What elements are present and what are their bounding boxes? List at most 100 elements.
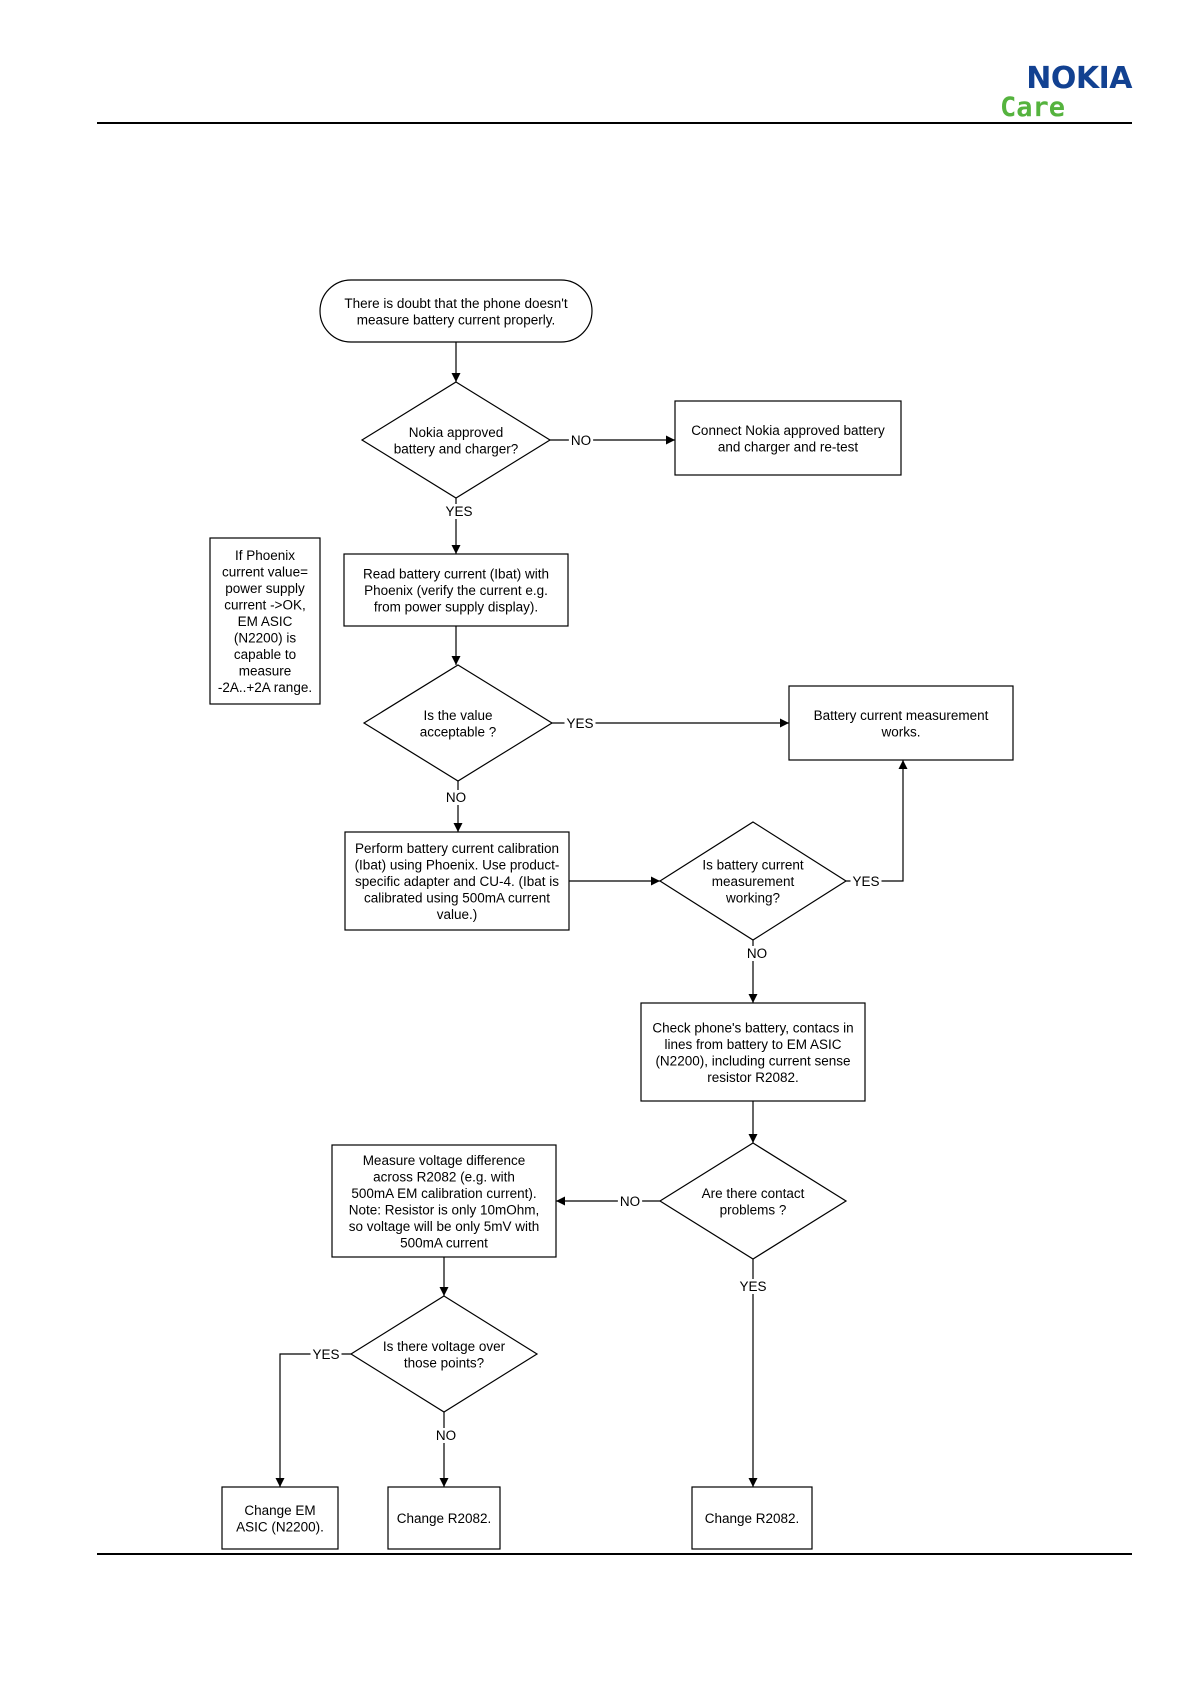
node-text-line: (N2200), including current sense xyxy=(655,1053,850,1068)
node-text: Perform battery current calibration(Ibat… xyxy=(355,841,560,922)
node-text-line: Phoenix (verify the current e.g. xyxy=(364,583,548,598)
node-change_r2082_a: Change R2082. xyxy=(387,1486,501,1550)
edge-label-working_yes: YES xyxy=(852,874,879,889)
node-text-line: (N2200) is xyxy=(234,631,297,646)
edge-label-voltage_yes: YES xyxy=(312,1347,339,1362)
process-box xyxy=(640,1002,866,1102)
edge-label-contact_yes: YES xyxy=(739,1279,766,1294)
decision-diamond xyxy=(658,1142,848,1260)
node-text-line: working? xyxy=(725,891,780,906)
edge-label-bg xyxy=(443,504,475,519)
edge-label-approved_yes: YES xyxy=(445,504,472,519)
node-text-line: specific adapter and CU-4. (Ibat is xyxy=(355,874,559,889)
node-text-line: If Phoenix xyxy=(235,548,295,563)
node-text-line: 500mA EM calibration current). xyxy=(351,1186,536,1201)
edge-label-bg xyxy=(433,1428,459,1443)
node-text-line: calibrated using 500mA current xyxy=(364,891,550,906)
process-box xyxy=(331,1144,557,1258)
node-text-line: measure battery current properly. xyxy=(357,312,556,327)
process-box xyxy=(209,537,321,705)
node-text-line: measurement xyxy=(712,874,795,889)
node-text-line: Connect Nokia approved battery xyxy=(691,423,885,438)
node-text-line: Change R2082. xyxy=(705,1511,800,1526)
edge-label-bg xyxy=(737,1279,769,1294)
process-box xyxy=(343,553,569,627)
node-text-line: current ->OK, xyxy=(224,598,305,613)
footer-rule xyxy=(97,1553,1132,1555)
decision-diamond xyxy=(658,821,848,941)
process-box xyxy=(674,400,902,476)
node-text: Check phone's battery, contacs in lines f… xyxy=(652,1020,853,1085)
edge-label-contact_no: NO xyxy=(620,1194,640,1209)
node-text-line: Battery current measurement xyxy=(814,708,989,723)
process-box xyxy=(344,831,570,931)
node-text-line: Nokia approved xyxy=(409,425,504,440)
node-text: Change R2082. xyxy=(705,1511,800,1526)
node-text-line: Check phone's battery, contacs in xyxy=(652,1020,853,1035)
node-text-line: -2A..+2A range. xyxy=(218,680,312,695)
edge-voltage-yes xyxy=(275,1353,351,1487)
node-text-line: ASIC (N2200). xyxy=(236,1519,324,1534)
terminal-shape xyxy=(319,279,593,343)
node-text-line: Note: Resistor is only 10mOhm, xyxy=(349,1202,540,1217)
node-text-line: Change EM xyxy=(244,1503,315,1518)
node-check_contacts: Check phone's battery, contacs in lines f… xyxy=(640,1002,866,1102)
edge-label-working_no: NO xyxy=(747,946,767,961)
node-text-line: lines from battery to EM ASIC xyxy=(664,1037,841,1052)
node-text-line: Change R2082. xyxy=(397,1511,492,1526)
process-box xyxy=(691,1486,813,1550)
node-change_r2082_b: Change R2082. xyxy=(691,1486,813,1550)
care-logo: Care xyxy=(1000,92,1066,123)
node-text-line: measure xyxy=(239,664,292,679)
node-text-line: battery and charger? xyxy=(394,441,519,456)
node-text-line: Is battery current xyxy=(702,858,804,873)
edge-label-bg xyxy=(568,433,594,448)
node-text-line: EM ASIC xyxy=(238,614,293,629)
node-text-line: Is the value xyxy=(423,708,492,723)
node-text: Change R2082. xyxy=(397,1511,492,1526)
node-text-line: from power supply display). xyxy=(374,600,538,615)
node-text-line: current value= xyxy=(222,565,308,580)
node-text-line: 500mA current xyxy=(400,1235,488,1250)
process-box xyxy=(387,1486,501,1550)
node-text-line: those points? xyxy=(404,1355,484,1370)
node-text-line: There is doubt that the phone doesn't xyxy=(344,296,567,311)
decision-diamond xyxy=(360,381,552,499)
node-text-line: (Ibat) using Phoenix. Use product- xyxy=(355,858,560,873)
node-text-line: across R2082 (e.g. with xyxy=(373,1169,515,1184)
decision-diamond xyxy=(362,664,554,782)
nokia-logo: NOKIA xyxy=(1026,61,1132,96)
node-text-line: capable to xyxy=(234,647,296,662)
node-text-line: resistor R2082. xyxy=(707,1070,799,1085)
process-box xyxy=(788,685,1014,761)
edge-label-approved_no: NO xyxy=(571,433,591,448)
node-calibrate: Perform battery current calibration(Ibat… xyxy=(344,831,570,931)
header-rule xyxy=(97,122,1132,124)
node-text-line: works. xyxy=(880,724,920,739)
edge-label-bg xyxy=(564,716,596,731)
node-text-line: problems ? xyxy=(720,1202,787,1217)
edge-label-bg xyxy=(443,790,469,805)
node-text-line: Read battery current (Ibat) with xyxy=(363,567,549,582)
